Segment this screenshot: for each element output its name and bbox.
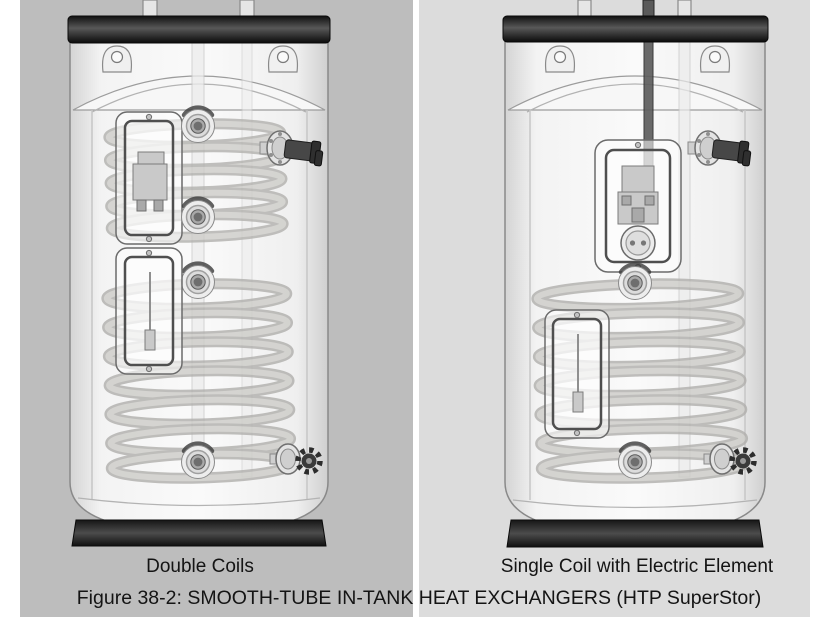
lower-access-panel — [544, 309, 610, 439]
tank-base — [506, 519, 764, 548]
figure-caption: Figure 38-2: SMOOTH-TUBE IN-TANK HEAT EX… — [76, 587, 762, 609]
dome-inner-line — [526, 83, 744, 113]
boiler-out-port-bottom — [618, 441, 652, 479]
double-coils-tank-illustration — [67, 0, 331, 547]
electric-element-access-panel — [594, 139, 682, 273]
boiler-out-port-upper — [181, 196, 215, 234]
bottom-seam-line — [77, 497, 321, 507]
tank-top-cap — [67, 15, 331, 44]
thermostat-junction-box — [132, 151, 168, 212]
side-valve — [259, 130, 324, 167]
single-coil-panel: Single Coil with Electric Element — [419, 0, 810, 617]
electric-element-flange — [620, 225, 656, 261]
right-tank-label: Single Coil with Electric Element — [500, 556, 774, 577]
side-valve — [687, 130, 752, 167]
drain-valve — [703, 443, 757, 475]
upper-access-panel — [115, 111, 183, 245]
double-coils-panel: Double Coils — [20, 0, 413, 617]
element-junction-box — [617, 165, 659, 225]
drain-valve — [269, 443, 323, 475]
boiler-out-port-bottom — [181, 441, 215, 479]
left-tank-label: Double Coils — [146, 556, 254, 577]
boiler-in-port-upper — [181, 105, 215, 143]
tank-dome — [507, 75, 763, 111]
drain-valve-handle — [729, 447, 757, 475]
lifting-lugs — [544, 45, 731, 73]
bottom-seam-line — [512, 499, 758, 509]
tank-top-cap — [502, 15, 769, 43]
lower-access-panel — [115, 247, 183, 375]
drain-valve-handle — [295, 447, 323, 475]
single-coil-tank-illustration — [502, 0, 769, 548]
boiler-in-port — [618, 262, 652, 300]
lifting-lugs — [101, 45, 299, 73]
boiler-in-port-lower — [181, 261, 215, 299]
tank-base — [71, 519, 327, 547]
